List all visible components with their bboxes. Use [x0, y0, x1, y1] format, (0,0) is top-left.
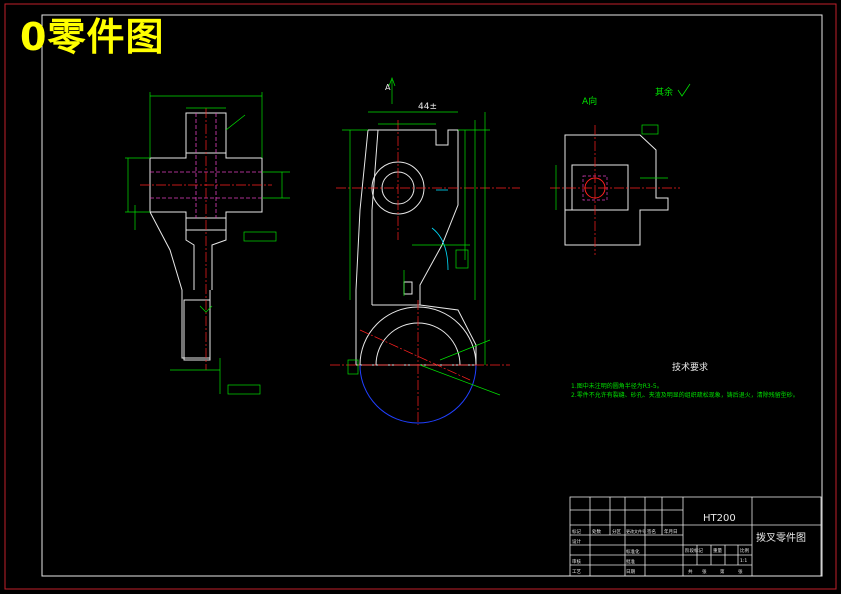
middle-view-centerlines	[330, 120, 520, 425]
title-block-scale: 1:1	[740, 558, 747, 564]
title-block	[569, 496, 822, 577]
title-block-row-label-4: 签名	[647, 528, 656, 535]
surface-finish-note: 其余	[655, 86, 673, 98]
title-block-left-label-1: 标准化	[626, 548, 640, 555]
title-block-bottom-label-1: 张	[702, 568, 707, 575]
inner-border	[41, 14, 823, 577]
outer-frame	[4, 3, 837, 590]
note-2: 2.零件不允许有裂缝、砂孔、夹渣及明显的组织疏松现象，铸后退火，清除残留型砂。	[571, 391, 799, 399]
title-block-bottom-label-2: 第	[720, 568, 725, 575]
title-block-bottom-label-0: 共	[688, 568, 693, 575]
title-block-right-label-2: 比例	[740, 547, 749, 554]
title-block-part-name: 拨叉零件图	[756, 531, 806, 544]
title-block-bottom-label-3: 张	[738, 568, 743, 575]
right-view-dimensions	[555, 124, 668, 210]
overlay-title: 0零件图	[20, 15, 165, 59]
note-1: 1.图中未注明的圆角半径为R3-5。	[571, 382, 663, 390]
middle-view	[355, 129, 477, 366]
title-block-row-label-3: 更改文件号	[626, 528, 646, 534]
left-view-dimensions	[125, 92, 290, 395]
right-view-centerlines	[550, 125, 680, 255]
title-block-right-label-0: 阶段标记	[685, 547, 703, 554]
title-block-mid-label-0: 批准	[626, 558, 635, 565]
surface-finish-symbol	[677, 83, 691, 97]
title-block-mid-label-1: 日期	[626, 569, 635, 575]
middle-view-cyan-arcs	[431, 189, 449, 271]
left-view-centerlines	[140, 108, 272, 370]
title-block-left-label-2: 审核	[572, 558, 581, 565]
title-block-right-label-1: 重量	[713, 547, 722, 554]
notes-title: 技术要求	[672, 361, 708, 373]
title-block-material: HT200	[703, 513, 736, 524]
view-a-label: A向	[582, 95, 597, 107]
title-block-row-label-1: 处数	[592, 528, 601, 535]
title-block-row-label-5: 年月日	[664, 528, 678, 535]
middle-view-blue-circle	[359, 364, 477, 424]
middle-view-dimensions	[342, 77, 501, 396]
section-a-arrow-label: A	[385, 83, 391, 92]
title-block-left-label-3: 工艺	[572, 569, 581, 575]
title-block-left-label-0: 设计	[572, 538, 581, 545]
right-view	[564, 134, 669, 246]
title-block-row-label-0: 标记	[572, 528, 581, 535]
dim-top-middle: 44±	[418, 102, 437, 112]
title-block-row-label-2: 分区	[612, 528, 621, 535]
